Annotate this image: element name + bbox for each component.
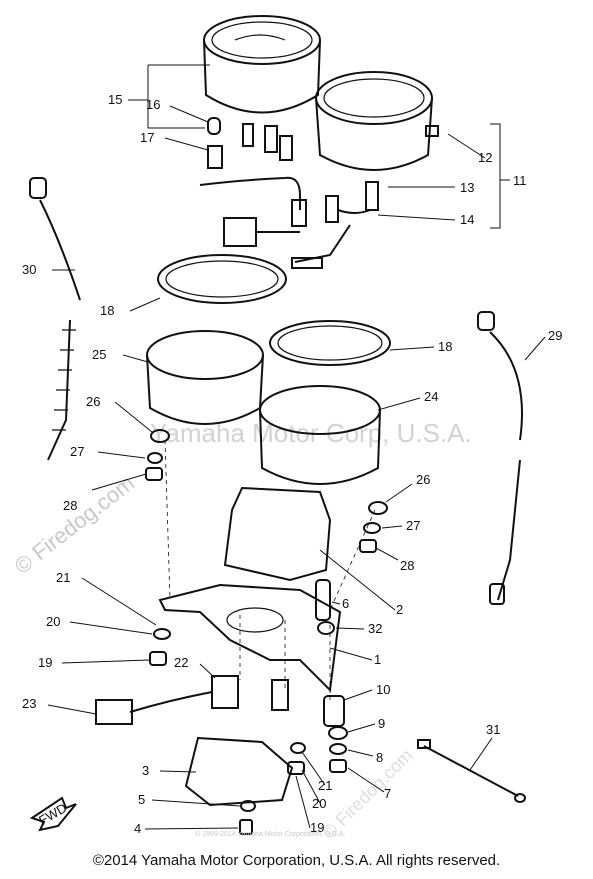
watermark-side-left: © Firedog.com xyxy=(10,470,139,579)
indicator-assembly xyxy=(95,675,289,725)
callout-31: 31 xyxy=(486,722,500,737)
callout-19a: 19 xyxy=(38,655,52,670)
hardware xyxy=(145,429,388,835)
gauge-housing-right xyxy=(259,385,381,485)
leader-lines xyxy=(47,64,546,830)
callout-2: 2 xyxy=(396,602,403,617)
tachometer-cable xyxy=(477,311,523,605)
callout-28b: 28 xyxy=(400,558,414,573)
mounting-plate xyxy=(158,583,342,693)
callout-21b: 21 xyxy=(318,778,332,793)
copyright-footer: ©2014 Yamaha Motor Corporation, U.S.A. A… xyxy=(92,852,501,869)
spacer xyxy=(323,695,345,727)
callout-4: 4 xyxy=(134,821,141,836)
callout-18b: 18 xyxy=(438,339,452,354)
parts-diagram: Yamaha Motor Corp, U.S.A. © Firedog.com … xyxy=(10,15,562,843)
upper-bracket xyxy=(223,486,332,582)
bulb-sockets-left xyxy=(199,117,307,247)
callout-21a: 21 xyxy=(56,570,70,585)
callout-11: 11 xyxy=(513,173,527,188)
callout-13: 13 xyxy=(460,180,474,195)
callout-28a: 28 xyxy=(63,498,77,513)
callout-30: 30 xyxy=(22,262,36,277)
callout-20b: 20 xyxy=(312,796,326,811)
callout-20a: 20 xyxy=(46,614,60,629)
callout-32: 32 xyxy=(368,621,382,636)
assembly-lines xyxy=(164,439,376,700)
callout-7: 7 xyxy=(384,786,391,801)
gauge-ring-right xyxy=(269,320,391,366)
stud-bolt xyxy=(315,579,331,621)
callout-1: 1 xyxy=(374,652,381,667)
callout-12: 12 xyxy=(478,150,492,165)
lower-bracket xyxy=(184,736,294,807)
callout-23: 23 xyxy=(22,696,36,711)
callout-29: 29 xyxy=(548,328,562,343)
tachometer-gauge xyxy=(315,71,439,171)
callout-5: 5 xyxy=(138,792,145,807)
fwd-arrow: FWD xyxy=(29,796,77,832)
callout-25: 25 xyxy=(92,347,106,362)
callouts: 15 16 17 12 13 14 11 30 18 25 18 29 26 2… xyxy=(22,92,562,836)
bulb-sockets-right xyxy=(291,181,379,269)
callout-8: 8 xyxy=(376,750,383,765)
callout-3: 3 xyxy=(142,763,149,778)
callout-6: 6 xyxy=(342,596,349,611)
callout-26b: 26 xyxy=(416,472,430,487)
ground-lead xyxy=(423,745,519,797)
callout-22: 22 xyxy=(174,655,188,670)
callout-26a: 26 xyxy=(86,394,100,409)
speedometer-gauge xyxy=(203,15,321,114)
callout-10: 10 xyxy=(376,682,390,697)
callout-14: 14 xyxy=(460,212,474,227)
callout-27b: 27 xyxy=(406,518,420,533)
callout-17: 17 xyxy=(140,130,154,145)
callout-27a: 27 xyxy=(70,444,84,459)
callout-16: 16 xyxy=(146,97,160,112)
speedometer-cable xyxy=(29,177,81,461)
callout-24: 24 xyxy=(424,389,438,404)
callout-9: 9 xyxy=(378,716,385,731)
inner-copyright: © 1999-2014 Yamaha Motor Corporation, U.… xyxy=(195,830,345,838)
callout-19b: 19 xyxy=(310,820,324,835)
callout-18a: 18 xyxy=(100,303,114,318)
callout-15: 15 xyxy=(108,92,122,107)
gauge-housing-left xyxy=(146,330,264,425)
gauge-ring-left xyxy=(157,254,287,304)
